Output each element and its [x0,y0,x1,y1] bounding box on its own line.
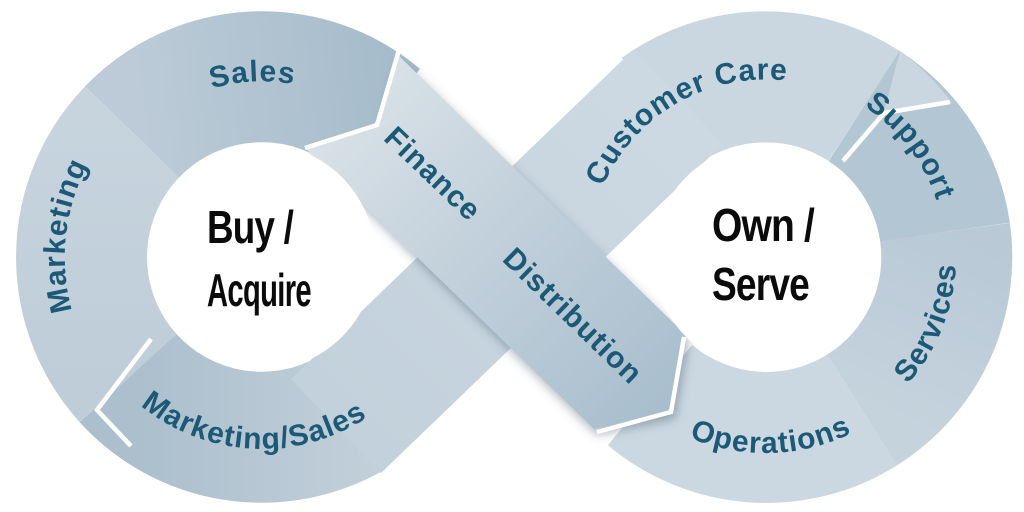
right-loop-title-line2: Serve [712,258,809,310]
left-loop-title: Buy / Acquire [207,201,311,316]
right-loop-center [653,144,879,370]
left-loop-ring [16,11,421,503]
segment-sales [84,11,421,179]
customer-care-outer-wrap [884,51,952,112]
junction-customer-care-support [841,99,951,163]
junction-sales-finance [304,49,402,151]
segment-customer-care [621,11,900,166]
right-loop-title-line1: Own / [712,199,815,251]
label-sales: Sales [206,55,297,95]
segment-services [825,222,1013,466]
svg-text:Sales: Sales [206,55,298,95]
junction-marketing-sales-marketing [94,337,153,448]
segment-marketing-sales [79,332,385,503]
junction-distribution-operations [596,336,687,435]
left-loop-center [149,144,375,370]
right-loop-title: Own / Serve [712,199,826,310]
finance-distribution-band [306,55,686,429]
left-loop-title-line1: Buy / [207,201,294,253]
segment-marketing [16,86,181,422]
segment-operations [607,343,897,503]
left-loop-title-line2: Acquire [207,264,311,316]
